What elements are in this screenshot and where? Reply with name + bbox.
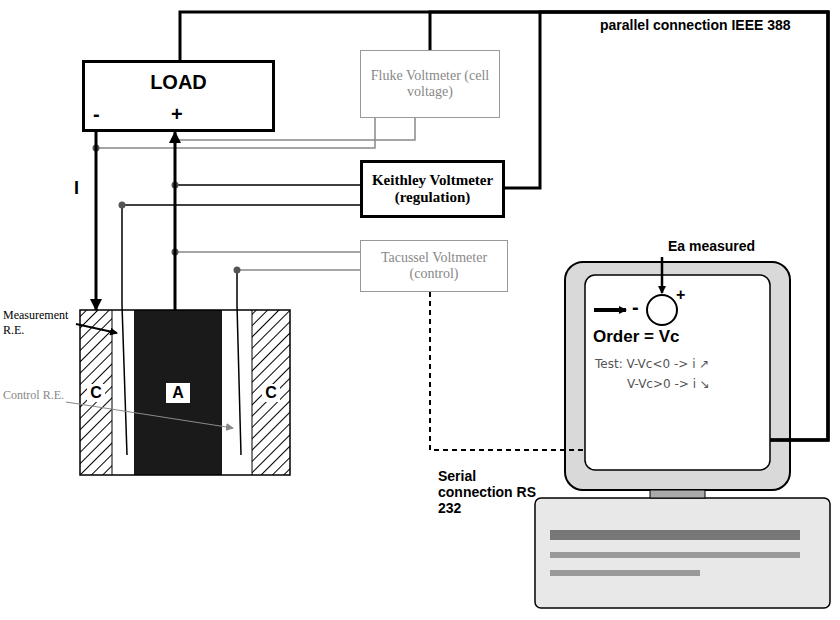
serial-connector [430,292,585,450]
node-text: Fluke Voltmeter (cell voltage) [365,68,495,100]
drive-slot [550,530,800,540]
leader-line [66,402,233,428]
node-text: C [87,384,105,402]
cathode-region: C [80,310,112,475]
wire-connector [174,132,177,310]
load-box: LOAD - + [82,60,275,132]
wire-connector [505,12,828,440]
node-text: LOAD [85,71,272,94]
node-text: - [93,103,100,126]
node-text: + [171,103,183,126]
junction-dots [93,137,241,274]
control-electrode [237,270,241,455]
keithley-wire [122,204,360,206]
sign-label: - [632,296,644,319]
node-text: Test: V-Vc<0 -> i ↗ [595,357,709,371]
tacussel-wire [237,269,360,271]
voltmeter-box: Tacussel Voltmeter (control) [360,240,508,292]
node-text: Order = Vc [593,327,679,347]
cell-frame [80,310,290,475]
drive-slot [550,570,700,576]
cell-wall [112,310,113,475]
computer-screen: Order = Vc Test: V-Vc<0 -> i ↗ V-Vc>0 -> i… [585,275,770,470]
cathode-region: C [252,310,290,475]
wire-connector [95,132,98,310]
electrode-label: Measurement R.E. [3,308,77,338]
comparator-circle [647,295,677,325]
voltmeter-box: Fluke Voltmeter (cell voltage) [360,50,500,118]
cathode-hatch [252,310,290,475]
node-text: A [166,383,190,403]
bus-label: Serial connection RS 232 [438,468,538,516]
measure-arrow [661,257,664,293]
anode-region: A [134,310,222,475]
order-arrow [594,308,626,312]
wire-connector [180,12,828,440]
drive-slot [550,552,800,558]
voltmeter-box: Keithley Voltmeter (regulation) [360,160,505,218]
cell-wall [252,310,253,475]
bus-label: parallel connection IEEE 388 [600,17,820,33]
current-label: I [74,178,79,199]
electrode-label: Control R.E. [3,388,65,403]
node-text: Keithley Voltmeter (regulation) [367,172,498,206]
tacussel-wire [175,251,360,253]
monitor-bezel [565,262,790,490]
node-text: C [262,384,280,402]
node-text: V-Vc>0 -> i ↘ [627,377,710,391]
monitor-screen [585,275,770,470]
signal-label: Ea measured [668,238,778,254]
leader-line [76,324,117,333]
node-text: Tacussel Voltmeter (control) [365,250,503,282]
measurement-electrode [122,205,127,455]
sign-label: + [676,286,690,304]
monitor-stand [650,490,705,498]
anode-block [134,310,222,475]
keithley-wire [175,184,360,186]
cathode-hatch [80,310,112,475]
computer-base [535,498,830,608]
